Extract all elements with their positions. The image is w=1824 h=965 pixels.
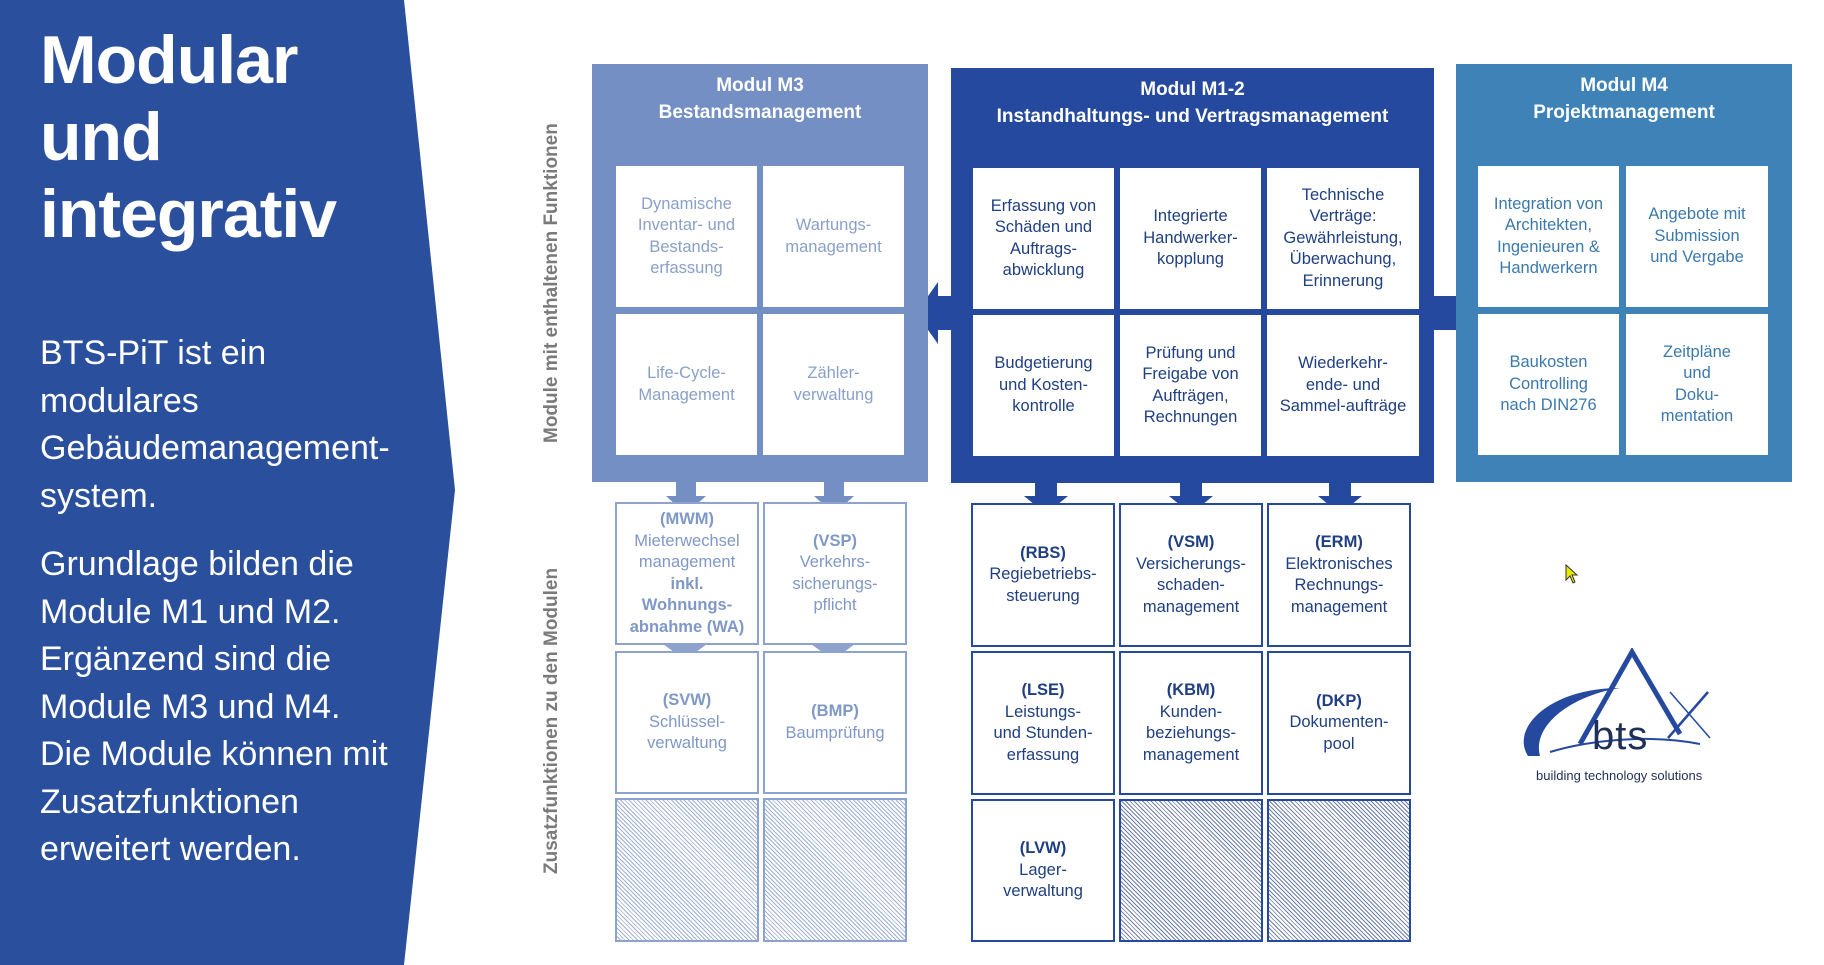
paragraph-line: Grundlage bilden die <box>40 545 354 583</box>
empty-slot <box>615 798 759 942</box>
addon-lvw: (LVW) Lager- verwaltung <box>971 799 1115 942</box>
detail-paragraph: Grundlage bilden die Module M1 und M2. E… <box>40 541 420 874</box>
addon-vsp: (VSP) Verkehrs- sicherungs- pflicht <box>763 502 907 645</box>
module-title-line: Instandhaltungs- und Vertragsmanagement <box>996 106 1389 127</box>
module-m4-title: Modul M4 Projektmanagement <box>1456 72 1792 126</box>
addon-dkp: (DKP) Dokumenten- pool <box>1267 651 1411 795</box>
module-m3-title: Modul M3 Bestandsmanagement <box>592 72 928 126</box>
paragraph-line: system. <box>40 476 158 515</box>
arrow-down-icon <box>666 480 706 514</box>
bts-logo: bts building technology solutions <box>1510 648 1730 793</box>
empty-slot <box>763 798 907 942</box>
paragraph-line: Module M1 und M2. <box>40 592 341 631</box>
paragraph-line: BTS-PiT ist ein <box>40 334 267 372</box>
mouse-cursor-icon <box>1565 564 1579 584</box>
intro-paragraph: BTS-PiT ist ein modulares Gebäudemanagem… <box>40 330 420 520</box>
addon-rbs: (RBS) Regiebetriebs- steuerung <box>971 503 1115 647</box>
module-title-line: Modul M3 <box>716 75 804 96</box>
arrow-down-icon <box>1024 480 1068 514</box>
m3-cell-maintenance: Wartungs-management <box>763 166 904 307</box>
logo-text: bts <box>1592 714 1649 758</box>
addon-svw: (SVW) Schlüssel- verwaltung <box>615 651 759 794</box>
addon-bmp: (BMP) Baumprüfung <box>763 651 907 794</box>
arrow-down-icon <box>1318 480 1362 514</box>
empty-slot <box>1267 799 1411 942</box>
module-m4: Modul M4 Projektmanagement Integration v… <box>1456 64 1792 482</box>
arrow-down-icon <box>814 480 854 514</box>
left-panel: Modular und integrativ BTS-PiT ist ein m… <box>0 0 455 965</box>
addon-vsm: (VSM) Versicherungs- schaden- management <box>1119 503 1263 647</box>
module-m1-2: Modul M1-2 Instandhaltungs- und Vertrags… <box>951 68 1434 483</box>
module-m1-2-title: Modul M1-2 Instandhaltungs- und Vertrags… <box>951 76 1434 130</box>
paragraph-line: erweitert werden. <box>40 830 301 868</box>
modules-vertical-label: Module mit enthaltenen Funktionen <box>541 123 562 443</box>
arrow-down-icon <box>1169 480 1213 514</box>
module-title-line: Modul M1-2 <box>1140 79 1245 100</box>
title-line: Modular <box>40 22 298 98</box>
paragraph-line: Die Module können mit <box>40 735 388 773</box>
paragraph-line: Zusatzfunktionen <box>40 782 299 821</box>
module-title-line: Projektmanagement <box>1533 102 1715 123</box>
paragraph-line: Module M3 und M4. <box>40 687 341 726</box>
logo-tagline: building technology solutions <box>1536 768 1703 783</box>
addon-kbm: (KBM) Kunden- beziehungs- management <box>1119 651 1263 795</box>
addon-mwm: (MWM) Mieterwechsel management inkl. Woh… <box>615 502 759 645</box>
paragraph-line: modulares <box>40 381 199 420</box>
logo-mark-icon <box>1523 648 1711 756</box>
title-line: und <box>40 99 163 175</box>
title-line: integrativ <box>40 176 337 252</box>
m3-cell-meter: Zähler-verwaltung <box>763 314 904 455</box>
module-title-line: Bestandsmanagement <box>658 102 862 123</box>
addons-vertical-label: Zusatzfunktionen zu den Modulen <box>541 567 562 874</box>
page-title: Modular und integrativ <box>40 22 400 253</box>
empty-slot <box>1119 799 1263 942</box>
addon-lse: (LSE) Leistungs- und Stunden- erfassung <box>971 651 1115 795</box>
paragraph-line: Ergänzend sind die <box>40 640 332 678</box>
module-title-line: Modul M4 <box>1580 75 1668 96</box>
addon-erm: (ERM) Elektronisches Rechnungs- manageme… <box>1267 503 1411 647</box>
m3-cell-lifecycle: Life-Cycle-Management <box>616 314 757 455</box>
paragraph-line: Gebäudemanagement- <box>40 429 390 467</box>
